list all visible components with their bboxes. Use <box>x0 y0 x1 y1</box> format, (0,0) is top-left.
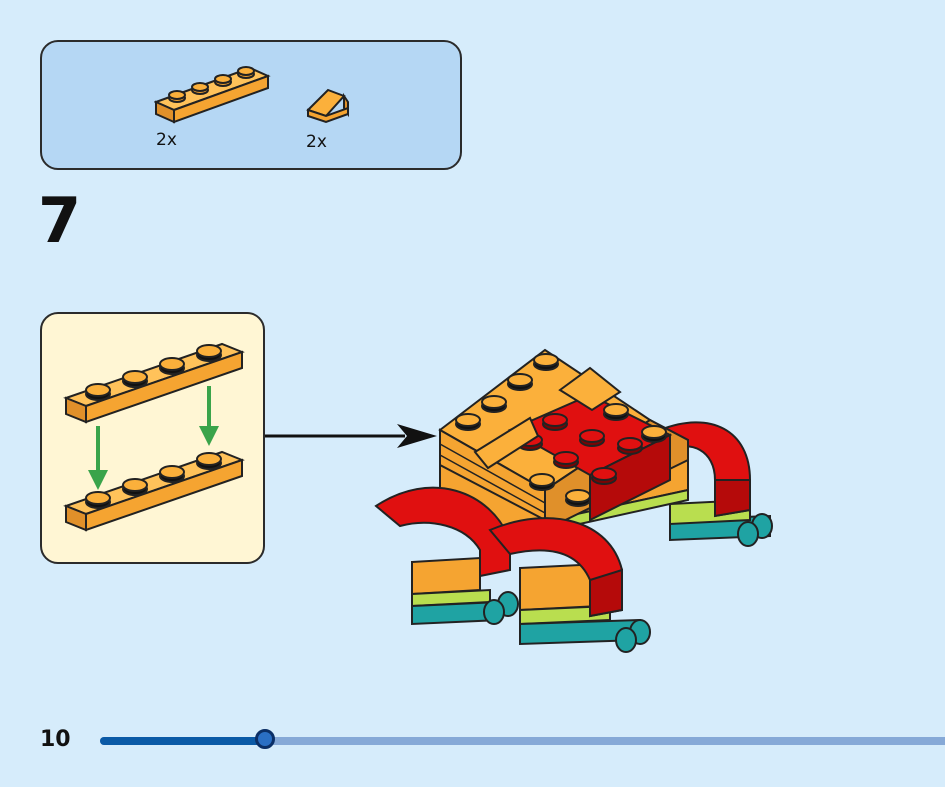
stacked-plates-illustration <box>63 342 245 532</box>
progress-fill <box>100 737 265 745</box>
part-count: 2x <box>306 132 327 152</box>
part-count: 2x <box>156 130 177 150</box>
model-illustration <box>370 340 790 684</box>
progress-knob[interactable] <box>255 729 275 749</box>
progress-bar[interactable] <box>100 729 945 749</box>
subassembly-callout <box>40 312 265 564</box>
black-arrow-icon <box>265 420 440 456</box>
slope-orange-icon <box>304 86 354 126</box>
plate-1x4-orange-icon <box>154 64 272 126</box>
step-number: 7 <box>38 184 82 257</box>
parts-list-panel: 2x 2x <box>40 40 462 170</box>
page-number: 10 <box>40 727 71 752</box>
